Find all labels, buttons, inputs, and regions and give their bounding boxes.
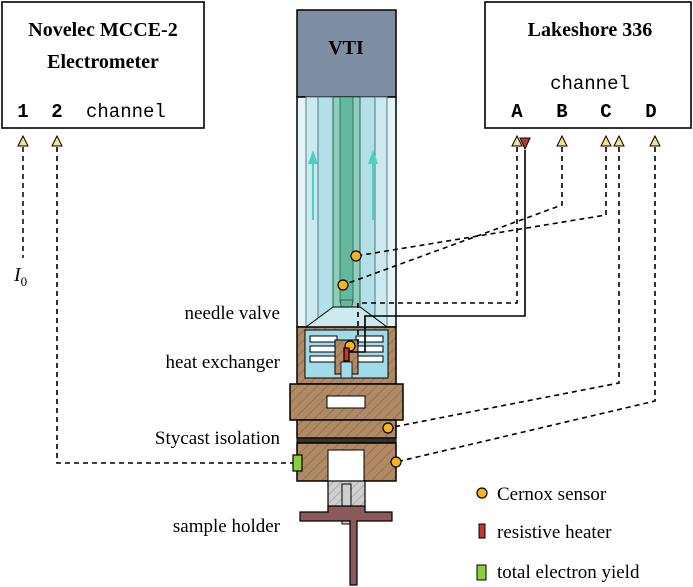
- cernox-sensor-needle-upper: [350, 250, 362, 262]
- current-i0-label: I0: [13, 264, 27, 289]
- vti-label: VTI: [328, 37, 364, 59]
- flow-arrow-left: [308, 150, 318, 220]
- connector-b: [556, 134, 568, 147]
- cernox-legend-icon: [476, 487, 488, 499]
- legend-heater: resistive heater: [478, 522, 612, 543]
- wire-channel-a: [357, 147, 518, 346]
- connector-a: [511, 134, 523, 147]
- connector-c2: [613, 134, 625, 147]
- lower-body: [289, 383, 404, 482]
- wire-channel-c2: [387, 147, 620, 429]
- electrometer-channel-1: 1: [17, 101, 28, 123]
- sample-holder: [299, 480, 393, 586]
- electrometer-box: Novelec MCCE-2 Electrometer 1 2 channel: [1, 1, 205, 129]
- lakeshore-channel-b: B: [556, 101, 567, 123]
- wiring: [56, 147, 656, 464]
- tey-legend-icon: [476, 564, 487, 581]
- lakeshore-channel-a: A: [511, 101, 523, 123]
- sample-holder-label: sample holder: [173, 516, 281, 537]
- electrometer-channel-2: 2: [51, 101, 62, 123]
- electrometer-name-line2: Electrometer: [47, 51, 159, 73]
- legend-cernox: Cernox sensor: [476, 484, 607, 505]
- electrometer-name-line1: Novelec MCCE-2: [28, 19, 177, 41]
- cernox-sensor-needle-lower: [337, 279, 349, 291]
- legend-cernox-label: Cernox sensor: [497, 484, 607, 505]
- wire-channel-d: [395, 147, 656, 463]
- tey-contact: [292, 454, 303, 472]
- stycast-isolation-label: Stycast isolation: [155, 428, 281, 449]
- wire-channel-c: [355, 147, 607, 257]
- needle-valve-label: needle valve: [185, 303, 280, 324]
- sensors: [292, 250, 402, 472]
- lakeshore-channel-d: D: [645, 101, 656, 123]
- cernox-sensor-sample: [390, 456, 402, 468]
- tey-wire: [56, 147, 297, 464]
- i0-signal-arrow: [17, 134, 29, 258]
- wire-channel-b: [342, 147, 563, 286]
- lakeshore-name: Lakeshore 336: [528, 19, 653, 41]
- connector-d: [649, 134, 661, 147]
- heater-wire: [348, 150, 526, 353]
- connector-arrows: [51, 134, 661, 151]
- lakeshore-box: Lakeshore 336 channel A B C D: [484, 1, 692, 129]
- heat-exchanger-label: heat exchanger: [166, 352, 281, 373]
- cernox-sensor-stycast: [382, 422, 394, 434]
- lakeshore-channel-label: channel: [550, 73, 630, 95]
- connector-heater: [519, 137, 531, 151]
- lakeshore-channel-c: C: [600, 101, 611, 123]
- electrometer-channel-label: channel: [86, 101, 166, 123]
- legend: Cernox sensor resistive heater total ele…: [476, 484, 640, 583]
- resistive-heater: [343, 347, 350, 362]
- legend-tey: total electron yield: [476, 562, 640, 583]
- connector-ch2: [51, 134, 63, 147]
- legend-tey-label: total electron yield: [497, 562, 640, 583]
- connector-c: [600, 134, 612, 147]
- flow-arrow-right: [368, 150, 378, 220]
- heater-legend-icon: [478, 523, 486, 539]
- legend-heater-label: resistive heater: [497, 522, 612, 543]
